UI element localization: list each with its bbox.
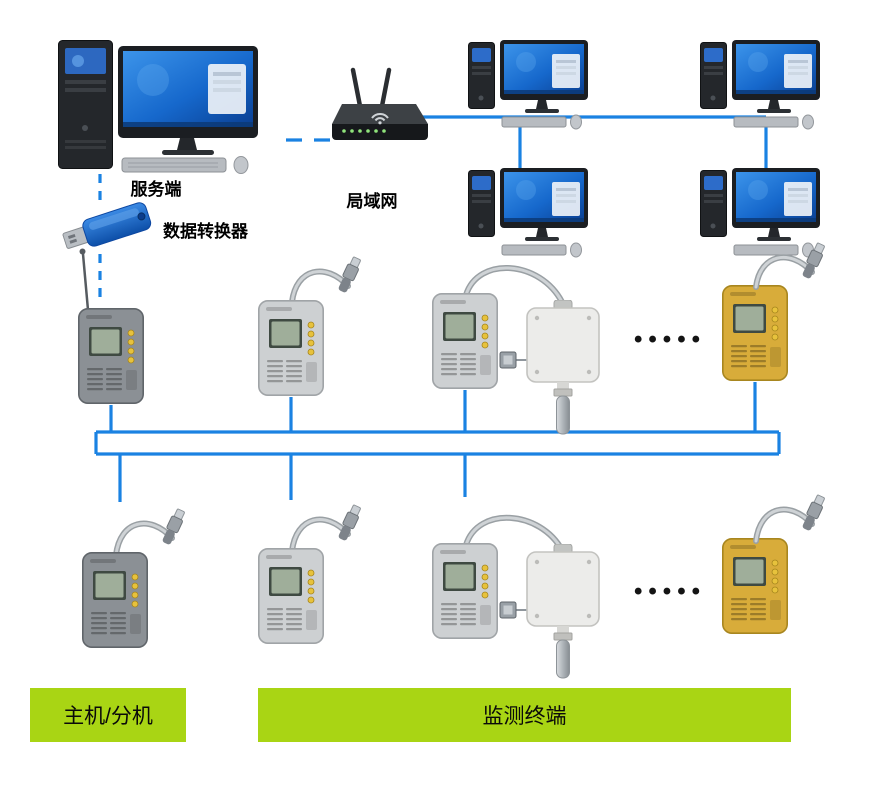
mid-device-3-icon — [432, 293, 498, 389]
host-device-icon — [78, 308, 144, 404]
bottom-device-1-cable — [113, 520, 175, 558]
host-device-antenna-icon — [79, 248, 90, 312]
client-pc-bottom-left-icon — [468, 168, 589, 258]
connection-lines — [94, 115, 781, 502]
bottom-device-4-cable — [753, 506, 815, 544]
ellipsis-bottom-row: ••••• — [634, 578, 707, 605]
ellipsis-middle-row: ••••• — [634, 326, 707, 353]
bottom-device-3-cable — [463, 514, 565, 553]
mid-device-4-icon — [722, 285, 788, 381]
client-pc-bottom-right-icon — [700, 168, 821, 258]
lan-label: 局域网 — [346, 192, 398, 211]
bottom-junction-box-probe-icon — [526, 544, 600, 679]
wireless-router-icon — [332, 70, 428, 140]
bottom-device-1-icon — [82, 552, 148, 648]
bottom-device-3-icon — [432, 543, 498, 639]
mid-device-2-cable — [289, 268, 351, 305]
monitor-terminals-banner: 监测终端 — [258, 688, 791, 742]
monitor-terminals-banner-label: 监测终端 — [482, 705, 567, 728]
server-computer-icon — [58, 40, 259, 174]
bottom-sensor-connector-icon — [499, 601, 527, 619]
bottom-device-4-icon — [722, 538, 788, 634]
bottom-device-2-icon — [258, 548, 324, 644]
host-units-banner: 主机/分机 — [30, 688, 186, 742]
mid-device-3-cable — [463, 264, 565, 305]
host-units-banner-label: 主机/分机 — [63, 705, 153, 728]
mid-sensor-connector-icon — [499, 351, 527, 369]
mid-device-4-cable — [753, 254, 815, 290]
server-label: 服务端 — [130, 180, 182, 199]
bottom-device-2-cable — [289, 516, 351, 554]
mid-junction-box-probe-icon — [526, 300, 600, 435]
mid-device-2-icon — [258, 300, 324, 396]
usb-data-converter-icon — [60, 200, 153, 256]
data-converter-label: 数据转换器 — [163, 222, 248, 241]
